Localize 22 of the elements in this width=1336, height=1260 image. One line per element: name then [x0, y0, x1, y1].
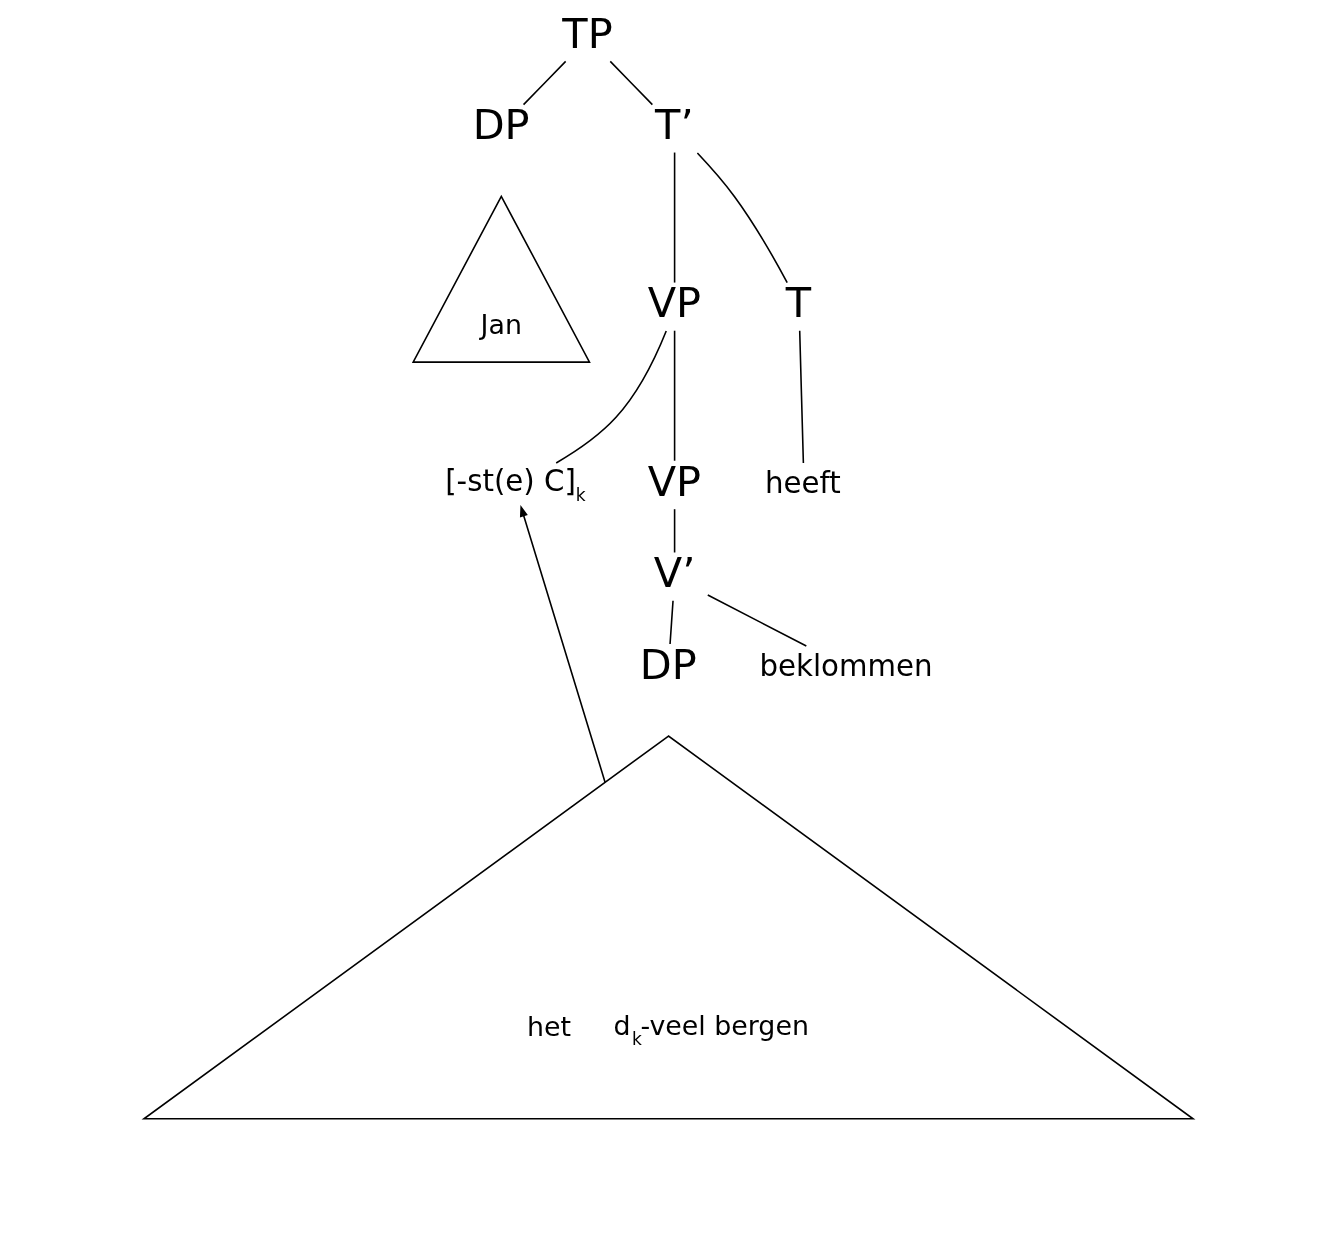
node-text: beklommen	[758, 648, 933, 683]
node-text: V’	[653, 548, 695, 598]
connector	[609, 60, 653, 106]
node-text: T’	[654, 100, 694, 150]
node-text: [-st(e) C]$_{k}$	[444, 464, 586, 506]
connector	[554, 330, 667, 464]
node-text: T	[785, 278, 811, 328]
connector	[673, 329, 675, 462]
connector	[798, 329, 804, 464]
node-text: VP	[647, 456, 701, 506]
connector	[696, 152, 788, 284]
node-text: DP	[639, 639, 697, 689]
node-text: heeft	[764, 465, 841, 500]
connector	[668, 599, 674, 645]
connector	[706, 594, 807, 647]
node-text: VP	[647, 278, 701, 328]
connector	[522, 60, 566, 106]
node-text: DP	[472, 100, 530, 150]
node-text: TP	[561, 8, 613, 58]
arrow	[519, 504, 606, 783]
connector	[673, 151, 675, 284]
connector	[673, 508, 675, 554]
